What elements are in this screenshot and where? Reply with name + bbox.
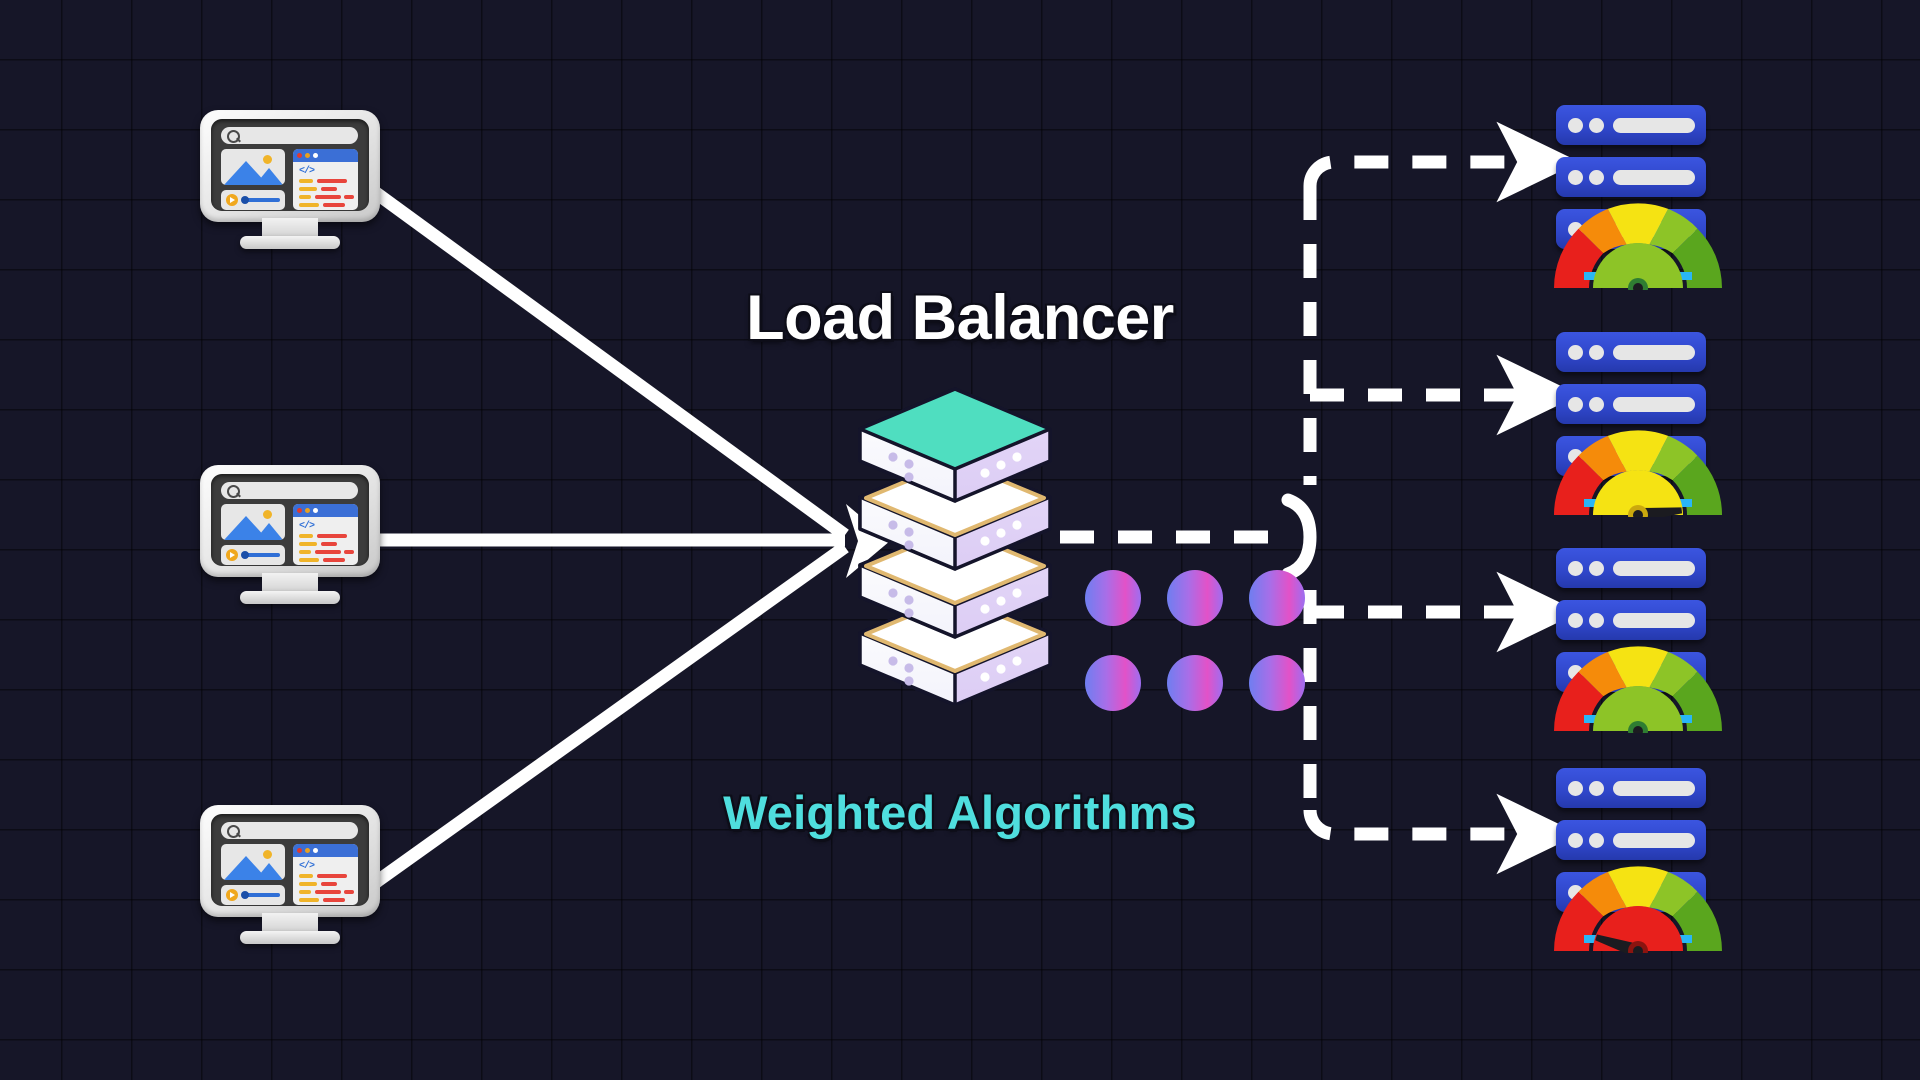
load-gauge-1	[1554, 203, 1722, 290]
load-gauge-4	[1554, 866, 1722, 953]
monitor-bezel: </>	[200, 465, 380, 577]
subtitle-weighted-algorithms: Weighted Algorithms	[723, 786, 1197, 839]
client-monitor-3[interactable]: </>	[200, 805, 380, 945]
algorithm-node-3[interactable]	[1249, 570, 1305, 626]
algorithm-node-6[interactable]	[1249, 655, 1305, 711]
rack-unit	[1556, 105, 1706, 145]
rack-unit	[1556, 157, 1706, 197]
monitor-screen: </>	[211, 474, 369, 566]
algorithm-node-1[interactable]	[1085, 570, 1141, 626]
video-player-icon	[221, 885, 285, 905]
image-thumbnail-icon	[221, 504, 285, 540]
monitor-screen: </>	[211, 814, 369, 906]
load-balancer-stack[interactable]	[845, 365, 1065, 705]
search-bar-icon	[221, 482, 358, 499]
image-thumbnail-icon	[221, 149, 285, 185]
monitor-base	[240, 931, 340, 944]
image-thumbnail-icon	[221, 844, 285, 880]
code-window-icon: </>	[293, 149, 358, 210]
backend-link-1	[1303, 121, 1580, 203]
monitor-bezel: </>	[200, 805, 380, 917]
monitor-stand	[262, 218, 318, 240]
algorithm-node-4[interactable]	[1085, 655, 1141, 711]
client-monitor-1[interactable]: </>	[200, 110, 380, 250]
page-title: Load Balancer	[746, 283, 1174, 353]
code-window-icon: </>	[293, 504, 358, 565]
rack-unit	[1556, 820, 1706, 860]
client-link-1	[368, 184, 849, 541]
search-bar-icon	[221, 127, 358, 144]
video-player-icon	[221, 545, 285, 565]
code-window-icon: </>	[293, 844, 358, 905]
search-bar-icon	[221, 822, 358, 839]
bus-split-glyph	[1281, 493, 1317, 581]
rack-unit	[1556, 332, 1706, 372]
algorithm-node-2[interactable]	[1167, 570, 1223, 626]
rack-unit	[1556, 600, 1706, 640]
client-monitor-2[interactable]: </>	[200, 465, 380, 605]
backend-server-4[interactable]	[1548, 768, 1728, 953]
video-player-icon	[221, 190, 285, 210]
monitor-stand	[262, 573, 318, 595]
load-gauge-3	[1554, 646, 1722, 733]
backend-server-2[interactable]	[1548, 332, 1728, 517]
monitor-bezel: </>	[200, 110, 380, 222]
monitor-base	[240, 591, 340, 604]
monitor-screen: </>	[211, 119, 369, 211]
algorithm-node-5[interactable]	[1167, 655, 1223, 711]
backend-server-1[interactable]	[1548, 105, 1728, 290]
load-gauge-2	[1554, 430, 1722, 517]
rack-unit	[1556, 768, 1706, 808]
rack-unit	[1556, 548, 1706, 588]
monitor-base	[240, 236, 340, 249]
rack-unit	[1556, 384, 1706, 424]
backend-server-3[interactable]	[1548, 548, 1728, 733]
monitor-stand	[262, 913, 318, 935]
